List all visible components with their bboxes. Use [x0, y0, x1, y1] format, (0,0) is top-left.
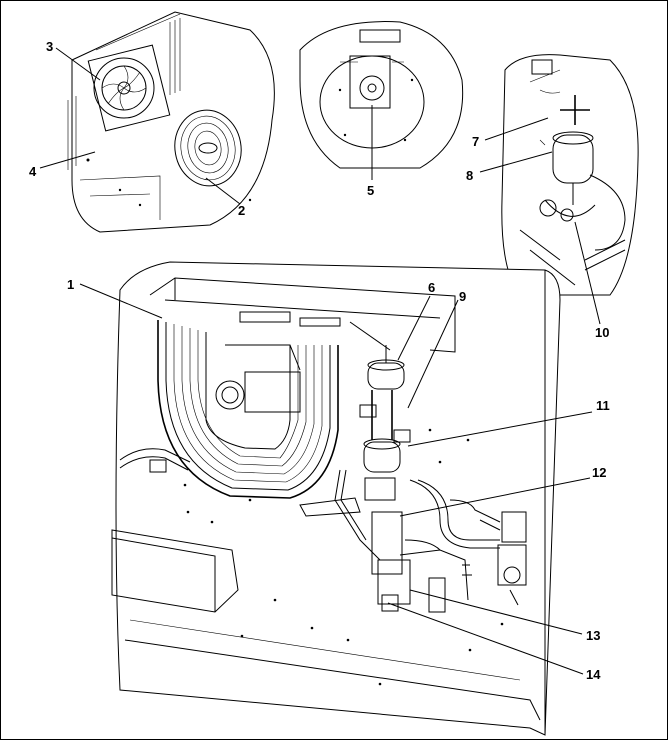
- callout-13: 13: [586, 628, 600, 643]
- receiver-tank: [367, 345, 405, 390]
- callout-12: 12: [592, 465, 606, 480]
- louver-grille-top: [169, 18, 181, 95]
- callout-5: 5: [367, 183, 374, 198]
- callout-3: 3: [46, 39, 53, 54]
- right-valve-cluster: [479, 511, 527, 606]
- callout-7: 7: [472, 134, 479, 149]
- leader-lines: [39, 47, 601, 675]
- callout-10: 10: [595, 325, 609, 340]
- fan-guard: [174, 109, 242, 187]
- callout-14: 14: [586, 667, 601, 682]
- callout-labels: 1 2 3 4 5 6 7 8 9 10 11 12 13 14: [29, 39, 610, 682]
- fastener-dots: [183, 428, 504, 686]
- detail-filter-drier: [501, 54, 639, 296]
- valve-block: [371, 511, 472, 613]
- fan-blade-assembly: [93, 57, 155, 119]
- detail-blower-motor: [299, 21, 464, 169]
- condenser-coil: [157, 320, 339, 499]
- access-panel: [111, 529, 239, 613]
- callout-11: 11: [596, 398, 610, 413]
- callout-6: 6: [428, 280, 435, 295]
- filter-drier: [363, 438, 401, 473]
- callout-1: 1: [67, 277, 74, 292]
- main-unit-view: [111, 261, 561, 736]
- top-frame: [149, 277, 456, 353]
- callout-4: 4: [29, 164, 37, 179]
- callout-8: 8: [466, 168, 473, 183]
- callout-9: 9: [459, 289, 466, 304]
- louver-grille-left: [67, 96, 77, 170]
- detail-fan-panel: [67, 11, 275, 233]
- callout-2: 2: [238, 203, 245, 218]
